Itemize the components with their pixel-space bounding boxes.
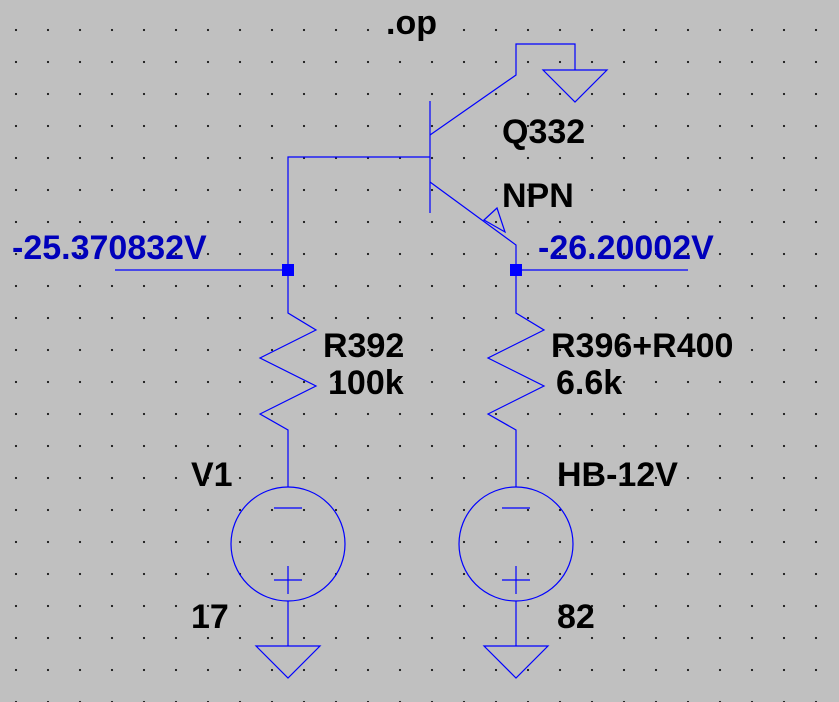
resistor-r392-value[interactable]: 100k	[328, 364, 404, 402]
source-hb12v-name[interactable]: HB-12V	[557, 456, 678, 494]
resistor-r392-symbol[interactable]	[258, 276, 318, 487]
resistor-r396-r400-symbol[interactable]	[486, 276, 546, 487]
resistor-r396-r400-name[interactable]: R396+R400	[551, 327, 734, 365]
ground-symbol-collector	[541, 69, 609, 103]
emitter-wire	[429, 181, 517, 270]
ground-symbol-hb12v	[482, 645, 550, 679]
op-directive[interactable]: .op	[386, 4, 437, 42]
npn-transistor-symbol[interactable]	[287, 43, 576, 270]
emitter-node-voltage: -26.20002V	[538, 229, 714, 267]
base-node-voltage: -25.370832V	[12, 229, 207, 267]
ground-symbol-v1	[254, 645, 322, 679]
transistor-name[interactable]: Q332	[502, 113, 586, 151]
source-v1-name[interactable]: V1	[191, 456, 233, 494]
resistor-r392-name[interactable]: R392	[323, 327, 405, 365]
source-hb12v-value[interactable]: 82	[557, 598, 595, 636]
resistor-r396-r400-value[interactable]: 6.6k	[556, 364, 623, 402]
voltage-source-v1-symbol[interactable]	[230, 486, 346, 646]
source-v1-value[interactable]: 17	[191, 598, 229, 636]
transistor-model[interactable]: NPN	[502, 177, 574, 215]
emitter-node-junction[interactable]	[510, 264, 522, 276]
base-node-junction[interactable]	[282, 264, 294, 276]
emitter-arrow	[482, 206, 507, 234]
base-wire	[287, 156, 430, 270]
collector-wire	[429, 43, 576, 136]
voltage-source-hb12v-symbol[interactable]	[458, 486, 574, 646]
